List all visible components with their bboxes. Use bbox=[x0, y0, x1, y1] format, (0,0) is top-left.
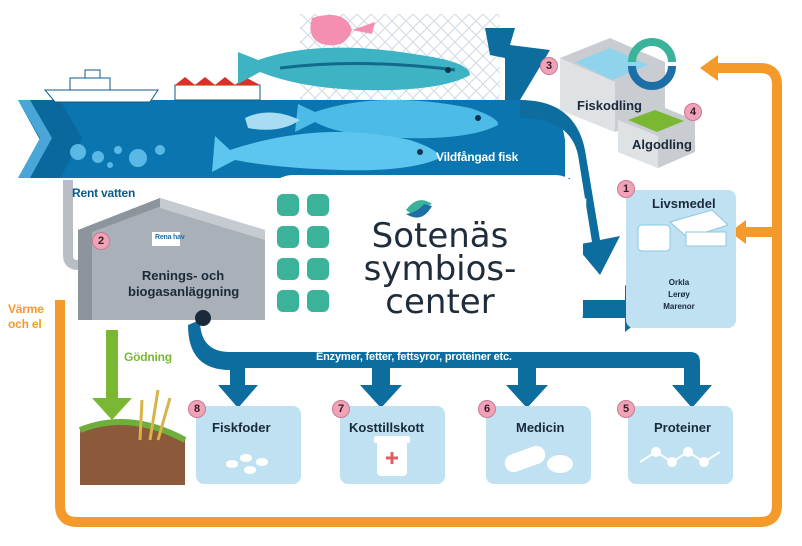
rena-hav-sign: Rena hav bbox=[155, 234, 185, 241]
livsmedel-title: Livsmedel bbox=[652, 196, 716, 211]
center-title-1: Sotenäs bbox=[371, 216, 509, 256]
molecule-icon bbox=[639, 447, 721, 467]
badge-1: 1 bbox=[617, 180, 635, 198]
center-title: Sotenäs symbios- center bbox=[340, 216, 540, 322]
company-leroy: Lerøy bbox=[668, 290, 690, 299]
center-panel bbox=[265, 175, 583, 341]
reningsverk-title-2: biogasanläggning bbox=[128, 284, 240, 299]
company-orkla: Orkla bbox=[668, 278, 690, 287]
heat-arrowhead-top bbox=[700, 55, 718, 81]
logo-icon bbox=[406, 200, 432, 218]
reningsverk-title: Renings- och biogasanläggning bbox=[128, 268, 240, 300]
plant-icon bbox=[78, 389, 187, 485]
education-icons bbox=[277, 194, 329, 312]
label-varme-2: och el bbox=[8, 317, 42, 331]
fish-icon bbox=[212, 47, 499, 172]
medicin-box bbox=[486, 406, 591, 484]
badge-8: 8 bbox=[188, 400, 206, 418]
fiskfoder-box bbox=[196, 406, 301, 484]
badge-6: 6 bbox=[478, 400, 496, 418]
fiskfoder-title: Fiskfoder bbox=[212, 420, 271, 435]
ring-logo-icon bbox=[628, 38, 676, 90]
label-varme-1: Värme bbox=[8, 302, 44, 316]
proteiner-box bbox=[628, 406, 733, 484]
label-fiskrester-1: Fisk- bbox=[542, 290, 570, 304]
food-icon bbox=[637, 209, 729, 252]
pellets-icon bbox=[226, 454, 268, 474]
label-fiskrester: Fisk- rester bbox=[540, 290, 572, 320]
pill-icon bbox=[504, 445, 573, 473]
label-godning: Gödning bbox=[124, 350, 172, 364]
heat-loop bbox=[55, 63, 782, 527]
proteiner-title: Proteiner bbox=[654, 420, 712, 435]
factory-icon bbox=[174, 77, 261, 101]
label-vildfangad-fisk: Vildfångad fisk bbox=[436, 150, 519, 164]
badge-4: 4 bbox=[684, 103, 702, 121]
tank-icon bbox=[78, 198, 265, 320]
badge-7: 7 bbox=[332, 400, 350, 418]
center-title-2: symbios- bbox=[363, 249, 517, 289]
badge-5: 5 bbox=[617, 400, 635, 418]
label-enzymer: Enzymer, fetter, fettsyror, proteiner et… bbox=[316, 351, 512, 363]
jar-icon bbox=[374, 436, 410, 476]
reningsverk-title-1: Renings- och bbox=[141, 268, 225, 283]
badge-3: 3 bbox=[540, 57, 558, 75]
label-fiskrester-2: rester bbox=[540, 305, 573, 319]
pipe-rent-vatten bbox=[63, 180, 79, 270]
company-marenor: Marenor bbox=[663, 302, 695, 311]
fiskodling-title: Fiskodling bbox=[577, 98, 642, 113]
heat-arrowhead-livsmedel bbox=[730, 220, 746, 244]
fertilizer-arrow bbox=[92, 330, 132, 420]
algodling-title: Algodling bbox=[632, 137, 692, 152]
algodling-box bbox=[618, 104, 695, 168]
arrow-to-fiskodling bbox=[485, 28, 550, 100]
label-fordling: Förädling bbox=[534, 194, 587, 208]
label-rent-vatten: Rent vatten bbox=[72, 186, 136, 200]
label-varme: Värme och el bbox=[8, 302, 44, 332]
center-title-3: center bbox=[385, 282, 495, 322]
badge-2: 2 bbox=[92, 232, 110, 250]
shrimp-icon bbox=[310, 14, 375, 46]
kosttillskott-title: Kosttillskott bbox=[349, 420, 425, 435]
medicin-title: Medicin bbox=[516, 420, 565, 435]
boat-icon bbox=[43, 69, 159, 103]
livsmedel-companies: Orkla Lerøy Marenor bbox=[654, 277, 704, 313]
